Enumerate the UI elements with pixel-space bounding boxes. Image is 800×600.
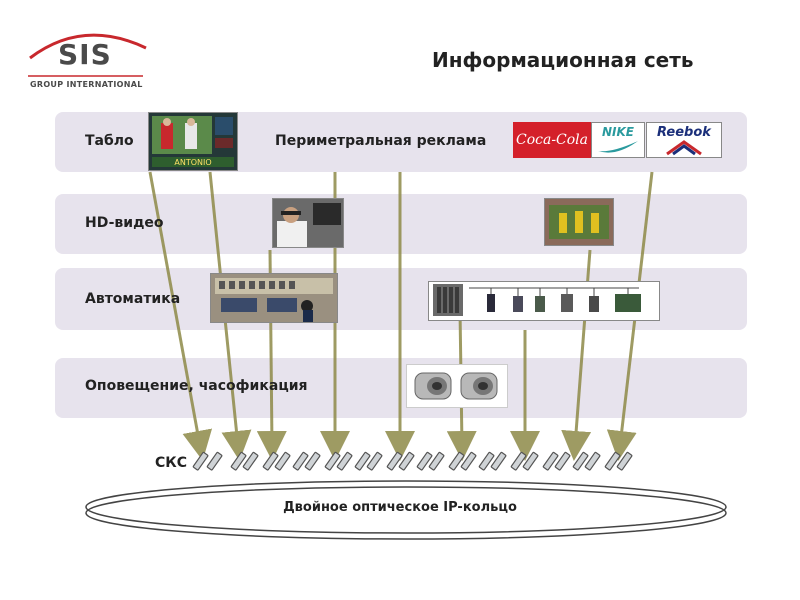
- cocacola-logo: Coca-Cola: [513, 122, 591, 158]
- cocacola-logo-text: Coca-Cola: [515, 132, 589, 148]
- skc-label: СКС: [155, 455, 187, 471]
- layer-label-tablo: Табло: [85, 133, 134, 149]
- plc-equipment-image: [428, 281, 660, 321]
- layer-label-notification: Оповещение, часофикация: [85, 378, 308, 394]
- reebok-logo: Reebok: [646, 122, 722, 158]
- ring-label: Двойное оптическое IP-кольцо: [283, 500, 517, 515]
- sis-logo: [28, 33, 147, 77]
- logo-subtitle: GROUP INTERNATIONAL: [30, 80, 143, 89]
- cable-connectors: [192, 451, 633, 471]
- nike-logo: NIKE: [591, 122, 645, 158]
- logo-name: SIS: [58, 38, 112, 71]
- stadium-video-photo: [544, 198, 614, 246]
- optical-ring: [85, 480, 727, 540]
- control-room-photo: [210, 273, 338, 323]
- video-operator-photo: [272, 198, 344, 248]
- nike-logo-text: NIKE: [601, 125, 634, 139]
- scoreboard-text: ANTONIO: [174, 158, 211, 167]
- horn-speakers-photo: [406, 364, 508, 408]
- perimeter-ads-label: Периметральная реклама: [275, 133, 487, 149]
- reebok-logo-text: Reebok: [657, 125, 711, 140]
- scoreboard-photo: ANTONIO: [148, 112, 238, 171]
- page-title: Информационная сеть: [432, 48, 694, 72]
- layer-label-hd-video: HD-видео: [85, 215, 164, 231]
- layer-label-automation: Автоматика: [85, 291, 181, 307]
